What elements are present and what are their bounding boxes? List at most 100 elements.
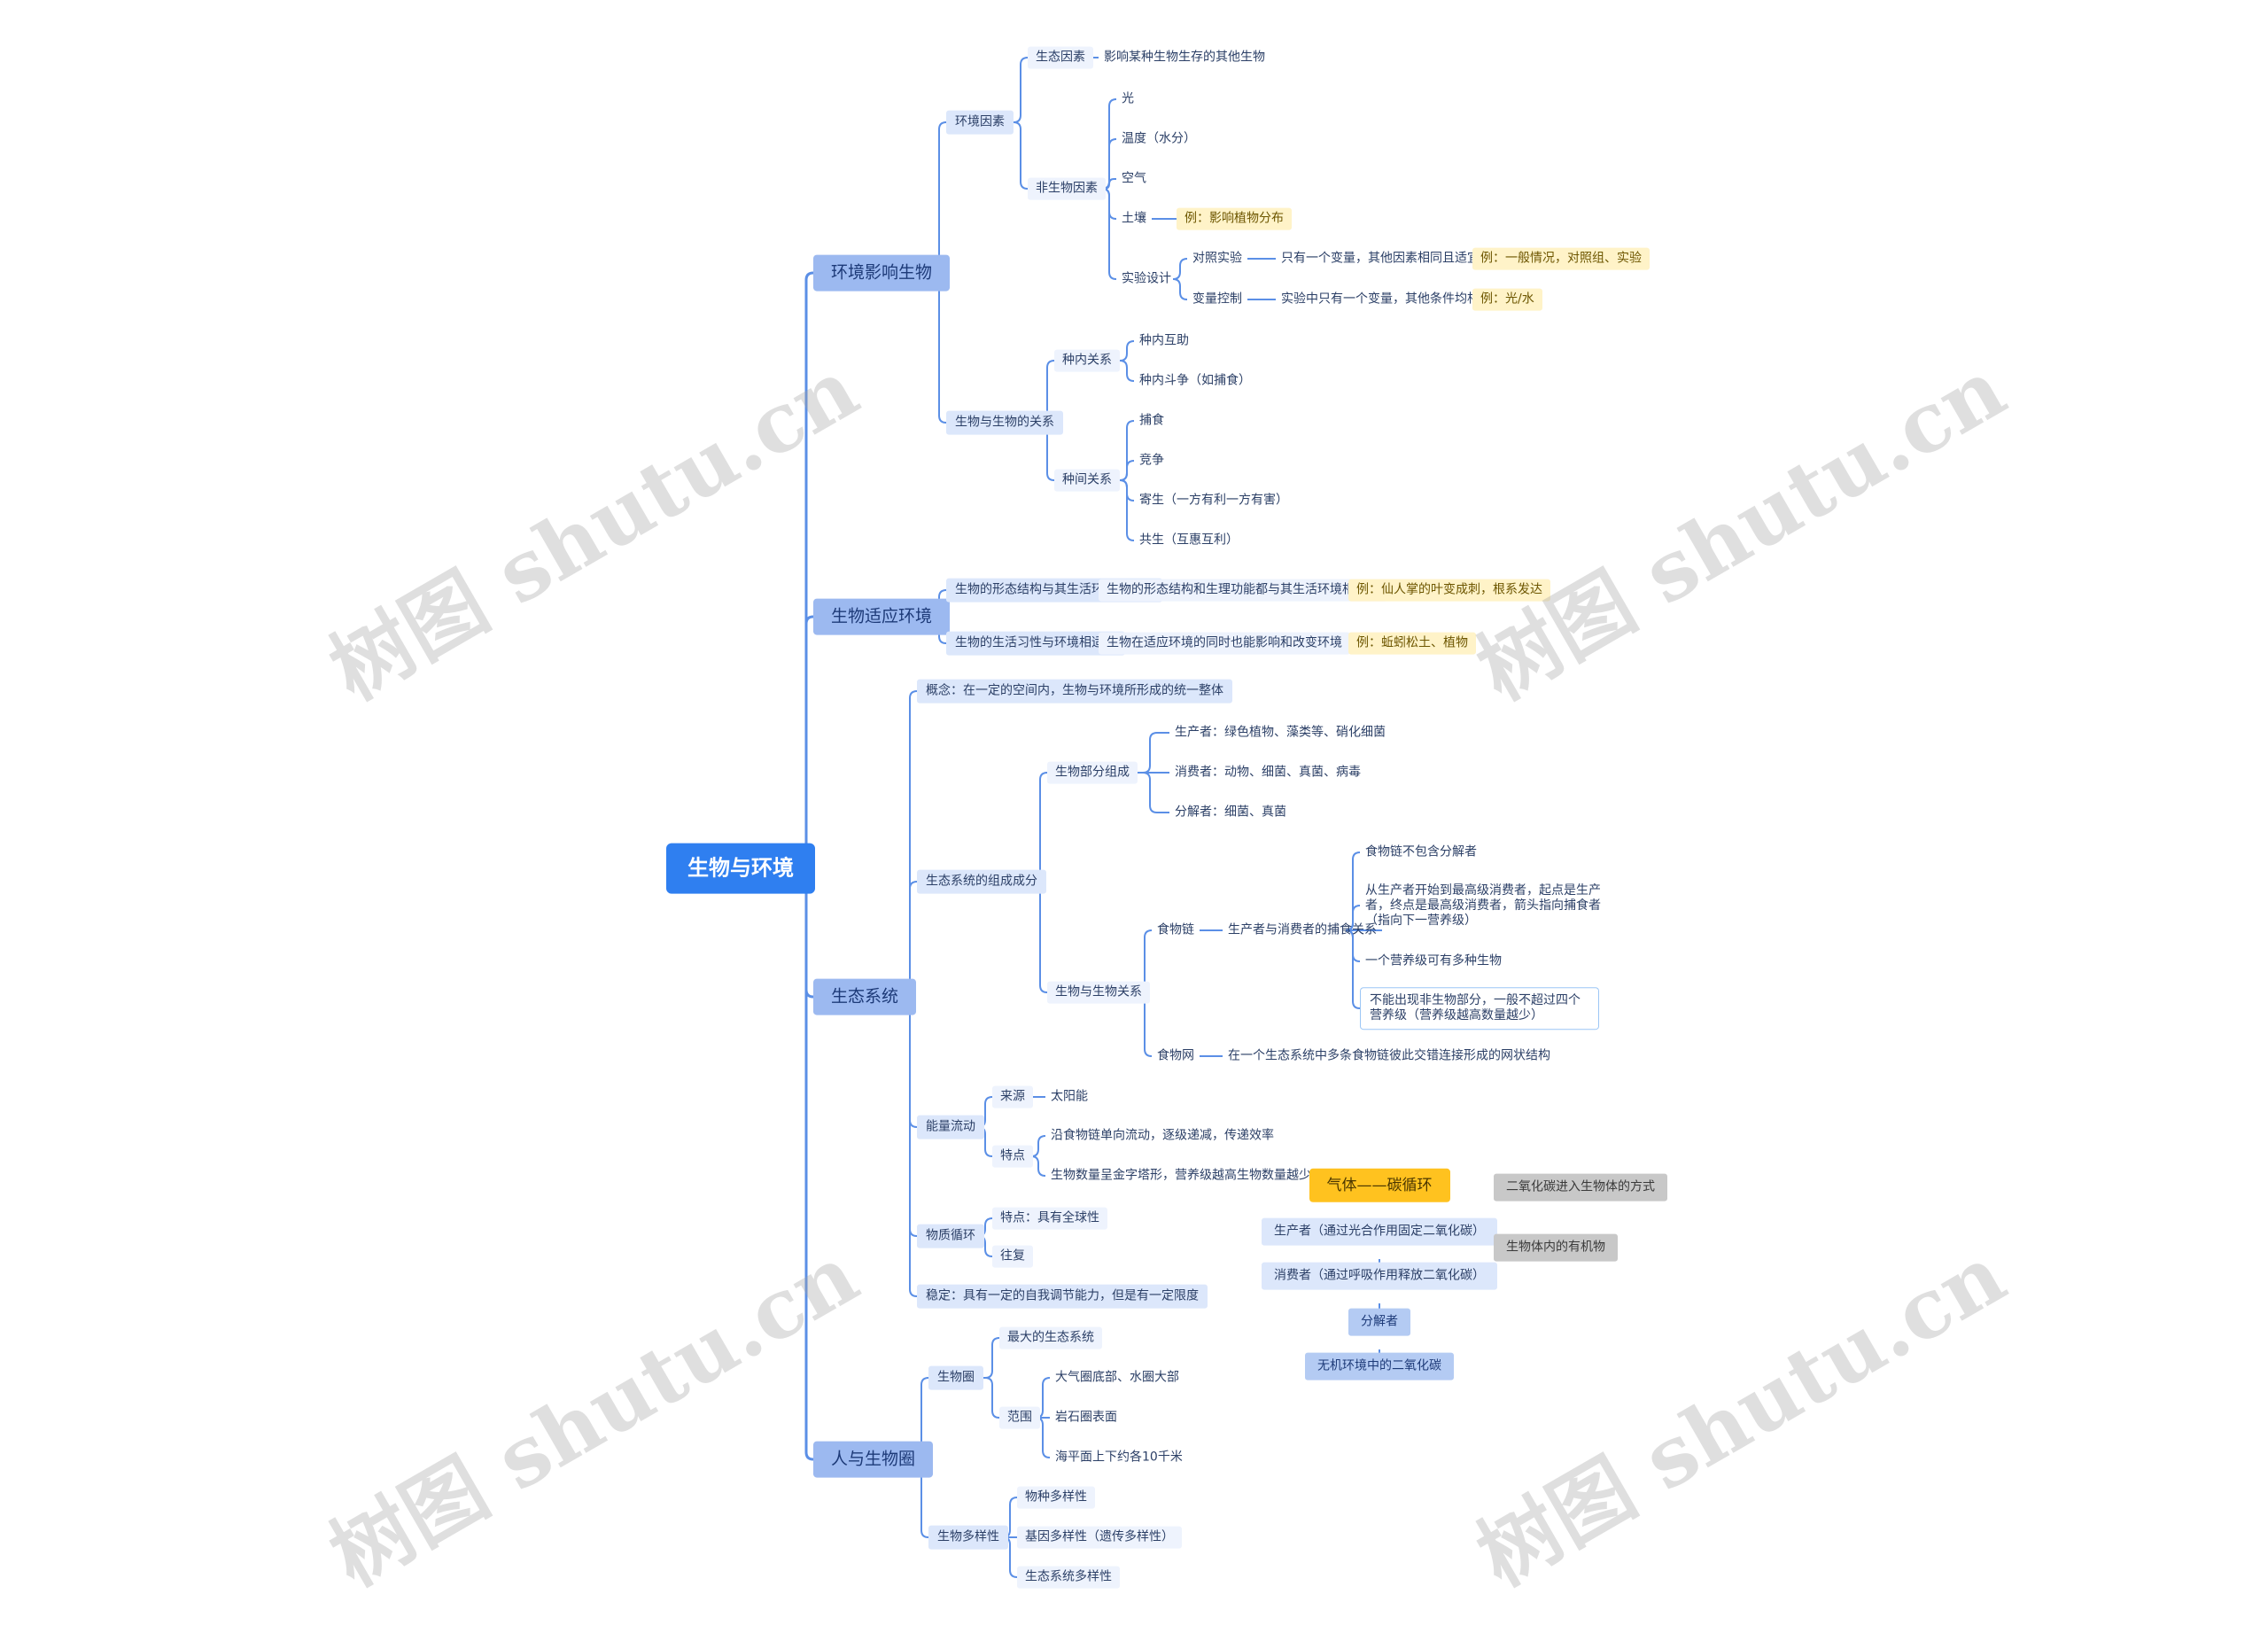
topic-node[interactable]: 物质循环 — [917, 1224, 984, 1248]
topic-node[interactable]: 基因多样性（遗传多样性） — [1017, 1526, 1182, 1549]
topic-node[interactable]: 对照实验 — [1192, 251, 1242, 266]
topic-node[interactable]: 生物数量呈金字塔形，营养级越高生物数量越少 — [1051, 1168, 1311, 1183]
topic-node[interactable]: 在一个生态系统中多条食物链彼此交错连接形成的网状结构 — [1228, 1048, 1550, 1063]
topic-node[interactable]: 生物的生活习性与环境相适应 — [946, 631, 1125, 656]
topic-node[interactable]: 稳定：具有一定的自我调节能力，但是有一定限度 — [917, 1284, 1208, 1309]
connector-line — [798, 615, 815, 870]
connector-line — [1119, 340, 1135, 362]
example-note[interactable]: 例：影响植物分布 — [1177, 207, 1292, 230]
summary-tag[interactable]: 二氧化碳进入生物体的方式 — [1494, 1173, 1667, 1201]
topic-node[interactable]: 土壤 — [1122, 211, 1146, 226]
connector-line — [1119, 460, 1135, 481]
topic-node[interactable]: 种内斗争（如捕食） — [1139, 373, 1251, 388]
topic-node[interactable]: 实验设计 — [1122, 271, 1171, 286]
topic-node[interactable]: 消费者：动物、细菌、真菌、病毒 — [1175, 765, 1361, 780]
topic-node[interactable]: 种内关系 — [1054, 349, 1120, 372]
topic-node[interactable]: 生物与生物的关系 — [946, 410, 1063, 435]
topic-node[interactable]: 分解者：细菌、真菌 — [1175, 805, 1286, 820]
topic-node[interactable]: 生物圈 — [928, 1365, 983, 1390]
branch-node[interactable]: 生物适应环境 — [813, 598, 951, 635]
connector-line — [1032, 881, 1048, 993]
topic-node[interactable]: 生态系统多样性 — [1017, 1566, 1120, 1589]
topic-node[interactable]: 沿食物链单向流动，逐级递减，传递效率 — [1051, 1128, 1274, 1143]
connector-line — [902, 996, 918, 1297]
topic-node[interactable]: 变量控制 — [1192, 292, 1242, 307]
example-note[interactable]: 例：一般情况，对照组、实验 — [1472, 247, 1650, 270]
connector-line — [1138, 732, 1169, 774]
topic-node[interactable]: 最大的生态系统 — [999, 1326, 1102, 1349]
connector-line — [798, 867, 815, 1461]
topic-node[interactable]: 特点：具有全球性 — [992, 1207, 1107, 1230]
connector-line — [1030, 1135, 1046, 1157]
topic-node[interactable]: 空气 — [1122, 171, 1146, 186]
carbon-cycle-step[interactable]: 生产者（通过光合作用固定二氧化碳） — [1262, 1217, 1497, 1246]
carbon-cycle-step[interactable]: 分解者 — [1348, 1308, 1410, 1336]
topic-node[interactable]: 一个营养级可有多种生物 — [1365, 953, 1502, 968]
branch-node[interactable]: 人与生物圈 — [813, 1441, 934, 1478]
topic-node[interactable]: 食物网 — [1157, 1048, 1194, 1063]
connector-line — [1013, 121, 1029, 190]
topic-node[interactable]: 捕食 — [1139, 413, 1164, 428]
connector-line — [1172, 278, 1188, 300]
connector-line — [931, 121, 950, 274]
connector-line — [1030, 1155, 1046, 1177]
topic-node[interactable]: 竞争 — [1139, 453, 1164, 468]
topic-node[interactable]: 生物部分组成 — [1047, 761, 1138, 784]
topic-node[interactable]: 物种多样性 — [1017, 1486, 1095, 1509]
topic-node[interactable]: 来源 — [992, 1085, 1033, 1108]
topic-node[interactable]: 生产者与消费者的捕食关系 — [1228, 922, 1377, 937]
root-node[interactable]: 生物与环境 — [666, 843, 815, 894]
topic-node[interactable]: 光 — [1122, 91, 1134, 106]
topic-node[interactable]: 温度（水分） — [1122, 131, 1196, 146]
topic-node[interactable]: 共生（互惠互利） — [1139, 533, 1239, 548]
topic-node[interactable]: 能量流动 — [917, 1115, 984, 1139]
carbon-cycle-step[interactable]: 无机环境中的二氧化碳 — [1305, 1352, 1454, 1380]
summary-tag[interactable]: 生物体内的有机物 — [1494, 1233, 1618, 1262]
topic-node[interactable]: 种内互助 — [1139, 333, 1189, 348]
topic-node[interactable]: 概念：在一定的空间内，生物与环境所形成的统一整体 — [917, 679, 1232, 704]
branch-node[interactable]: 生态系统 — [813, 978, 917, 1015]
carbon-cycle-step[interactable]: 消费者（通过呼吸作用释放二氧化碳） — [1262, 1262, 1497, 1290]
topic-node[interactable]: 食物链 — [1157, 922, 1194, 937]
connector-line — [983, 1377, 1000, 1419]
topic-node[interactable]: 范围 — [999, 1406, 1040, 1429]
topic-node[interactable]: 寄生（一方有利一方有害） — [1139, 493, 1288, 508]
connector-line — [1119, 479, 1135, 541]
topic-node[interactable]: 食物链不包含分解者 — [1365, 844, 1477, 859]
topic-node[interactable]: 太阳能 — [1051, 1089, 1088, 1104]
topic-node[interactable]: 生产者：绿色植物、藻类等、硝化细菌 — [1175, 725, 1386, 740]
topic-node[interactable]: 影响某种生物生存的其他生物 — [1104, 50, 1265, 65]
topic-node[interactable]: 生物多样性 — [928, 1525, 1008, 1550]
topic-node[interactable]: 非生物因素 — [1028, 177, 1106, 200]
topic-node[interactable]: 特点 — [992, 1145, 1033, 1168]
topic-node[interactable]: 环境因素 — [946, 110, 1014, 135]
example-note[interactable]: 例：蚯蚓松土、植物 — [1348, 632, 1476, 655]
example-note[interactable]: 例：光/水 — [1472, 288, 1542, 311]
topic-node[interactable]: 生物与生物关系 — [1047, 981, 1150, 1004]
example-note[interactable]: 例：仙人掌的叶变成刺，根系发达 — [1348, 579, 1550, 602]
connector-line — [1101, 188, 1117, 280]
topic-node[interactable]: 实验中只有一个变量，其他条件均相同 — [1281, 292, 1492, 307]
connector-line — [1013, 57, 1029, 123]
connector-line — [931, 272, 950, 424]
topic-node[interactable]: 大气圈底部、水圈大部 — [1055, 1370, 1179, 1385]
topic-node[interactable]: 岩石圈表面 — [1055, 1410, 1117, 1425]
connector-line — [1138, 772, 1169, 813]
topic-node[interactable]: 种间关系 — [1054, 469, 1120, 492]
topic-node[interactable]: 往复 — [992, 1245, 1033, 1268]
connector-line — [1345, 929, 1382, 1009]
carbon-cycle-title[interactable]: 气体——碳循环 — [1309, 1168, 1450, 1203]
topic-node[interactable]: 生态系统的组成成分 — [917, 869, 1046, 894]
connector-line — [983, 1337, 1000, 1379]
topic-node[interactable]: 生物在适应环境的同时也能影响和改变环境 — [1099, 632, 1350, 655]
topic-node[interactable]: 海平面上下约各10千米 — [1055, 1450, 1183, 1465]
topic-node[interactable]: 不能出现非生物部分，一般不超过四个营养级（营养级越高数量越少） — [1360, 987, 1599, 1030]
connector-line — [1032, 772, 1048, 883]
topic-node[interactable]: 生态因素 — [1028, 46, 1093, 69]
connector-line — [1104, 178, 1116, 190]
topic-node[interactable]: 生物的形态结构和生理功能都与其生活环境相适应 — [1099, 579, 1387, 602]
topic-node[interactable]: 只有一个变量，其他因素相同且适宜 — [1281, 251, 1480, 266]
branch-node[interactable]: 环境影响生物 — [813, 254, 951, 292]
topic-node[interactable]: 从生产者开始到最高级消费者，起点是生产者，终点是最高级消费者，箭头指向捕食者（指… — [1365, 883, 1601, 928]
